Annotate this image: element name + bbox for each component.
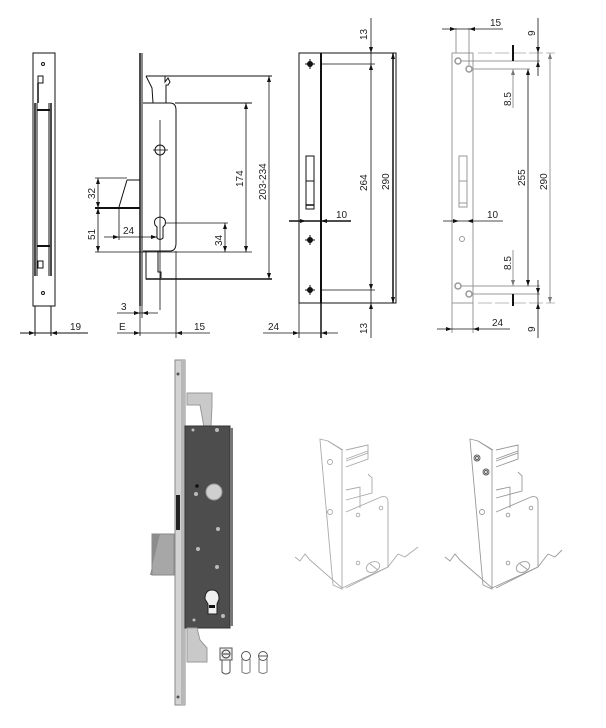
front-view: 10 13 264 13 290 24 — [263, 18, 397, 338]
dim-top-margin: 13 — [359, 28, 370, 40]
dim-overall-range: 203-234 — [258, 163, 269, 200]
screw-hole-top — [305, 59, 315, 69]
dim-latch-to-cylinder: 51 — [87, 228, 98, 240]
dim-side-width: 19 — [70, 322, 82, 333]
screw-hole-mid — [305, 235, 315, 245]
dim-top-hole-gap: 8.5 — [503, 92, 514, 106]
dim-strike-top-margin: 9 — [527, 30, 538, 36]
dim-faceplate-length: 290 — [381, 173, 392, 190]
perspective-left — [294, 438, 419, 590]
screw-hole-bottom — [305, 285, 315, 295]
dim-bottom-hole-gap: 8.5 — [503, 256, 514, 270]
dim-strike-hole-spacing: 255 — [517, 169, 528, 186]
dim-strike-latch-width: 10 — [487, 210, 499, 221]
dim-offset-width: 15 — [490, 18, 502, 29]
dim-hole-spacing: 174 — [235, 170, 246, 187]
accessory-screws — [219, 647, 268, 675]
dim-e-label: E — [119, 322, 126, 333]
dim-latch-height: 32 — [87, 187, 98, 199]
dim-faceplate-thickness: 3 — [121, 302, 127, 313]
perspective-right — [444, 438, 563, 590]
dim-faceplate-width: 24 — [268, 322, 280, 333]
product-photo — [150, 359, 268, 706]
dim-cylinder-offset: 34 — [214, 234, 225, 246]
section-view: 32 51 24 34 174 203-234 3 E — [87, 53, 272, 338]
dim-latch-width: 10 — [336, 210, 348, 221]
strike-view: 15 8.5 8.5 255 9 9 29 — [437, 18, 555, 338]
dim-strike-length: 290 — [539, 173, 550, 190]
dim-bottom-margin: 13 — [359, 322, 370, 334]
side-view: 19 — [20, 52, 88, 336]
dim-backset: 24 — [123, 226, 135, 237]
dim-strike-width: 24 — [492, 318, 504, 329]
dim-case-depth: 15 — [194, 322, 206, 333]
dim-front-hole-spacing: 264 — [359, 174, 370, 191]
dim-strike-bottom-margin: 9 — [527, 326, 538, 332]
